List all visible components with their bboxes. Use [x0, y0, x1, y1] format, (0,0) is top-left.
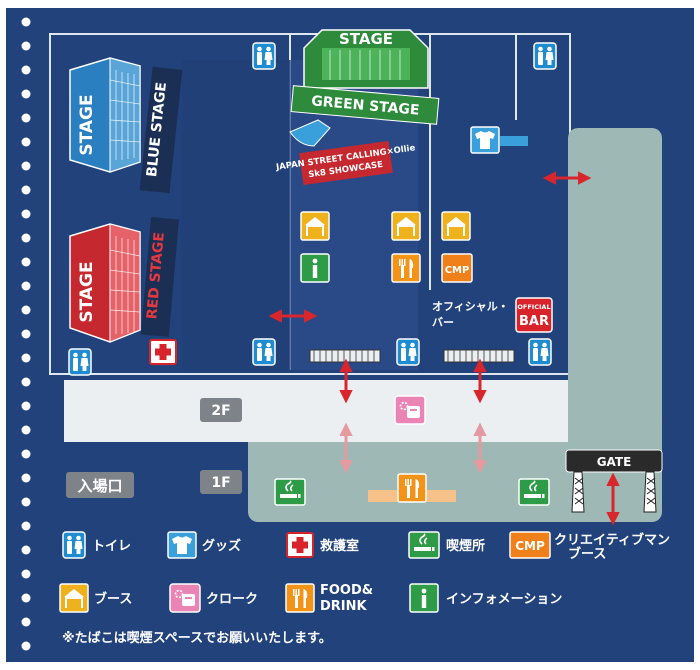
- booth-icon[interactable]: [391, 211, 421, 241]
- first-aid-icon[interactable]: [149, 339, 177, 365]
- stairs-left: [309, 349, 381, 363]
- notebook-hole: [21, 401, 31, 411]
- floor-2f-label: 2F: [200, 398, 242, 422]
- svg-text:CMP: CMP: [515, 539, 545, 553]
- notebook-hole: [21, 65, 31, 75]
- legend-booth-icon: [59, 583, 89, 613]
- gate-label: GATE: [597, 455, 632, 469]
- green-stage[interactable]: STAGE GREEN STAGE: [290, 29, 440, 125]
- goods-icon[interactable]: [470, 126, 500, 154]
- crowd-area-shadow: [182, 60, 290, 370]
- official-bar-label: オフィシャル・: [432, 300, 509, 313]
- goods-counter: [500, 136, 528, 146]
- legend-toilet-label: トイレ: [92, 539, 131, 554]
- legend-creative-label: ブース: [568, 546, 606, 562]
- notebook-hole: [21, 473, 31, 483]
- legend-info-icon: [409, 583, 439, 613]
- legend-first-aid-label: 救護室: [320, 538, 359, 554]
- official-bar-badge-top: OFFICIAL: [517, 303, 550, 311]
- toilet-icon[interactable]: [396, 338, 420, 366]
- notebook-hole: [21, 305, 31, 315]
- notebook-hole: [21, 425, 31, 435]
- notebook-hole: [21, 233, 31, 243]
- notebook-hole: [21, 569, 31, 579]
- legend-goods-icon: [167, 531, 197, 559]
- notebook-hole: [21, 89, 31, 99]
- notebook-hole: [21, 521, 31, 531]
- notebook-hole: [21, 545, 31, 555]
- booth-icon[interactable]: [441, 211, 471, 241]
- svg-text:2F: 2F: [211, 403, 230, 419]
- notebook-hole: [21, 617, 31, 627]
- legend: トイレ グッズ 救護室 喫煙所 CMP クリエイティブマン ブース ブース クロ…: [59, 531, 670, 646]
- notebook-hole: [21, 209, 31, 219]
- gate[interactable]: GATE: [565, 449, 663, 513]
- floor-2f: [64, 380, 568, 442]
- toilet-icon[interactable]: [252, 42, 276, 70]
- blue-stage-word: STAGE: [77, 94, 97, 155]
- cloak-icon[interactable]: [394, 395, 426, 425]
- red-stage-word: STAGE: [77, 261, 97, 322]
- notebook-hole: [21, 161, 31, 171]
- smoking-note: ※たばこは喫煙スペースでお願いいたします。: [62, 630, 332, 646]
- notebook-hole: [21, 329, 31, 339]
- legend-cloak-label: クローク: [206, 592, 258, 607]
- flow-arrows: [268, 171, 620, 526]
- red-stage-label: RED STAGE: [144, 231, 168, 319]
- legend-food-icon: [285, 583, 315, 613]
- booth-icon[interactable]: [300, 211, 330, 241]
- official-bar-label: バー: [432, 316, 454, 329]
- legend-goods-label: グッズ: [202, 538, 241, 554]
- food-icon[interactable]: [391, 253, 421, 283]
- notebook-hole: [21, 497, 31, 507]
- legend-smoking-label: 喫煙所: [446, 538, 485, 554]
- notebook-hole: [21, 353, 31, 363]
- legend-cloak-icon: [169, 583, 201, 613]
- red-stage[interactable]: STAGE RED STAGE: [69, 217, 180, 343]
- toilet-icon[interactable]: [68, 348, 92, 376]
- food-icon[interactable]: [397, 473, 427, 503]
- legend-creative-icon: CMP: [509, 531, 551, 559]
- stairs-right: [443, 349, 515, 363]
- smoking-icon[interactable]: [518, 478, 550, 506]
- cmp-badge-text: CMP: [445, 265, 470, 276]
- notebook-hole: [21, 137, 31, 147]
- toilet-icon[interactable]: [533, 42, 557, 70]
- legend-smoking-icon: [408, 531, 440, 559]
- notebook-hole: [21, 41, 31, 51]
- entrance-label: 入場口: [66, 472, 134, 498]
- notebook-hole: [21, 17, 31, 27]
- svg-text:1F: 1F: [211, 475, 230, 491]
- notebook-hole: [21, 377, 31, 387]
- smoking-icon[interactable]: [274, 478, 306, 506]
- legend-food-label: FOOD&: [320, 583, 373, 598]
- corridor-1f: [568, 128, 662, 442]
- legend-toilet-icon: [62, 531, 86, 559]
- notebook-hole: [21, 257, 31, 267]
- blue-stage[interactable]: STAGE BLUE STAGE: [69, 57, 183, 194]
- official-bar-badge-bottom: BAR: [519, 314, 549, 329]
- info-icon[interactable]: [300, 253, 330, 283]
- notebook-holes: [21, 17, 31, 651]
- floor-1f-label: 1F: [200, 470, 242, 494]
- notebook-hole: [21, 281, 31, 291]
- creative-booth-icon[interactable]: CMP: [441, 253, 473, 283]
- toilet-icon[interactable]: [252, 338, 276, 366]
- svg-text:入場口: 入場口: [77, 477, 122, 495]
- green-stage-word: STAGE: [339, 30, 393, 48]
- legend-first-aid-icon: [286, 532, 314, 558]
- notebook-hole: [21, 641, 31, 651]
- legend-creative-label: クリエイティブマン: [554, 532, 670, 548]
- notebook-hole: [21, 185, 31, 195]
- legend-info-label: インフォメーション: [446, 592, 562, 607]
- notebook-hole: [21, 593, 31, 603]
- notebook-hole: [21, 449, 31, 459]
- legend-food-label: DRINK: [320, 599, 368, 614]
- legend-booth-label: ブース: [94, 591, 132, 607]
- notebook-hole: [21, 113, 31, 123]
- official-bar[interactable]: オフィシャル・ バー OFFICIAL BAR: [432, 297, 553, 333]
- toilet-icon[interactable]: [528, 338, 552, 366]
